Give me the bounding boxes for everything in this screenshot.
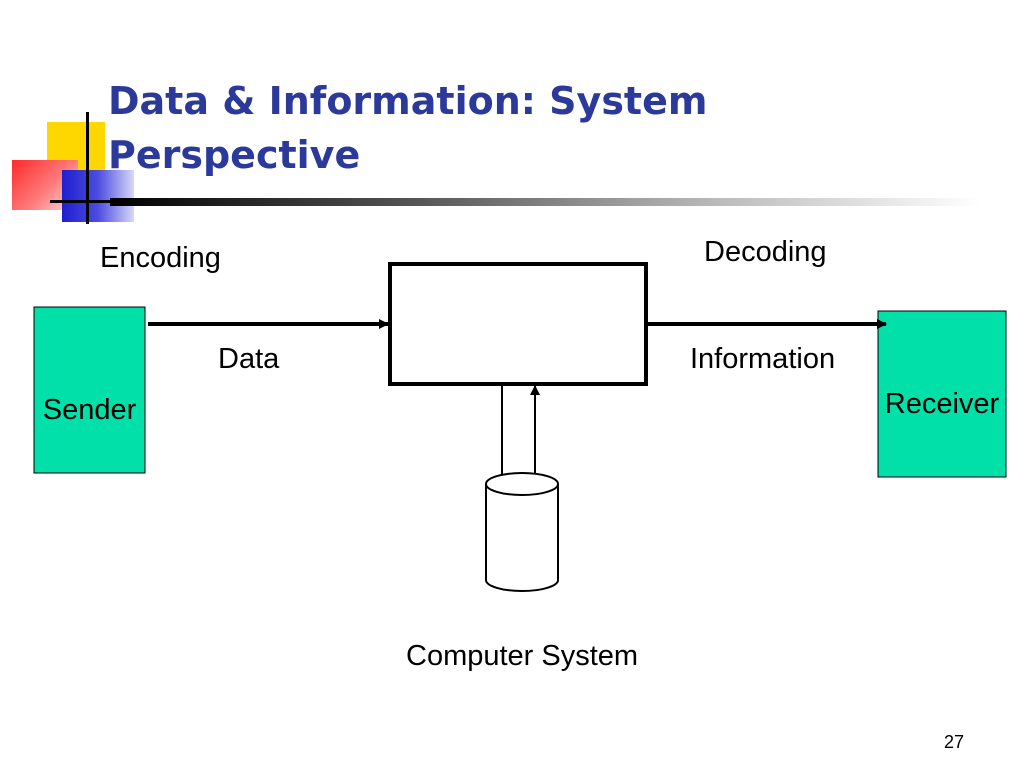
sender-label: Sender <box>42 394 137 426</box>
sender-box <box>33 306 146 474</box>
page-title: Data & Information: System Perspective <box>108 74 707 182</box>
information-label: Information <box>690 343 836 375</box>
storage-cylinder <box>485 472 559 592</box>
processing-box <box>388 262 648 386</box>
title-underline <box>110 198 980 206</box>
data-label: Data <box>218 343 280 375</box>
encoding-label: Encoding <box>100 242 221 274</box>
receiver-box <box>877 310 1007 478</box>
deco-blue-square <box>62 170 134 222</box>
receiver-label: Receiver <box>884 388 1000 420</box>
slide-number: 27 <box>943 732 964 752</box>
corner-decoration <box>0 100 170 230</box>
decoding-label: Decoding <box>704 236 827 268</box>
title-line-1: Data & Information: System <box>108 79 708 123</box>
title-line-2: Perspective <box>108 133 361 177</box>
storage-label: Computer System <box>406 640 639 672</box>
deco-vertical-line <box>86 112 89 224</box>
